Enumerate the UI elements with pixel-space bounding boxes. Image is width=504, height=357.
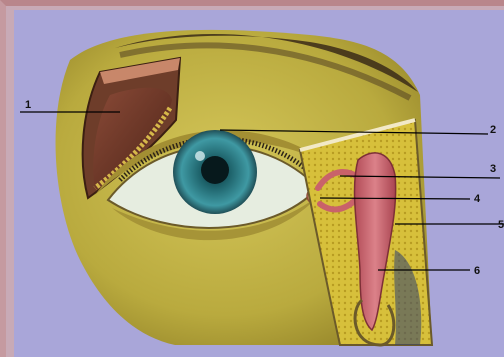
pupil <box>201 156 229 184</box>
label-6: 6 <box>474 265 480 277</box>
label-4: 4 <box>474 193 481 205</box>
label-2: 2 <box>490 124 496 136</box>
label-5: 5 <box>498 219 504 231</box>
label-1: 1 <box>25 99 31 111</box>
label-3: 3 <box>490 163 496 175</box>
iris-highlight <box>195 151 205 161</box>
